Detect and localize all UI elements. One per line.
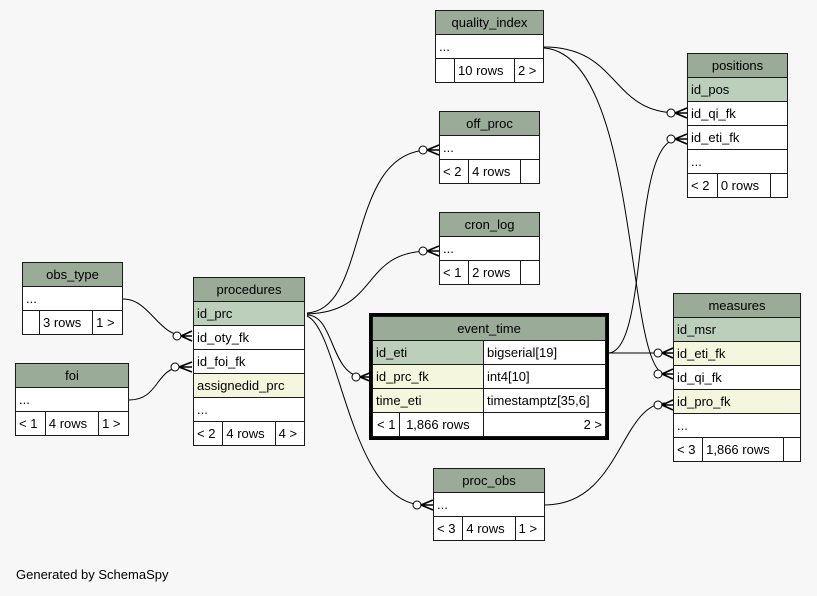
row-count: 3 rows [38, 310, 94, 335]
row-count: 1,866 rows [702, 437, 784, 462]
table-footer-left: < 1 1,866 rows [372, 412, 484, 437]
parent-count: < 3 [432, 516, 464, 541]
child-count: 4 > [274, 421, 306, 446]
table-more-columns: ... [22, 286, 123, 311]
table-more-columns: ... [439, 135, 540, 160]
child-count: 1 > [98, 411, 129, 436]
column-id-prc[interactable]: id_prc [193, 301, 305, 326]
table-header-cron-log[interactable]: cron_log [439, 212, 540, 237]
row-count: 4 rows [468, 159, 521, 184]
table-foi[interactable]: foi ... < 1 4 rows 1 > [15, 363, 129, 436]
row-count: 4 rows [462, 516, 516, 541]
table-off-proc[interactable]: off_proc ... < 2 4 rows [438, 111, 540, 184]
row-count: 10 rows [454, 58, 515, 83]
column-assignedid-prc[interactable]: assignedid_prc [193, 373, 305, 398]
edge-quality-index-measures [543, 47, 666, 375]
row-count: 4 rows [44, 411, 100, 436]
column-id-eti-fk[interactable]: id_eti_fk [673, 341, 801, 366]
table-more-columns: ... [435, 34, 544, 59]
table-cron-log[interactable]: cron_log ... < 1 2 rows [438, 212, 540, 285]
child-count: 1 > [514, 516, 546, 541]
row-count: 1,866 rows [406, 417, 470, 432]
table-event-time[interactable]: event_time id_eti bigserial[19] id_prc_f… [369, 313, 609, 440]
table-more-columns: ... [193, 397, 305, 422]
table-header-obs-type[interactable]: obs_type [22, 262, 123, 287]
column-id-eti-fk[interactable]: id_eti_fk [687, 125, 788, 150]
row-count: 4 rows [222, 421, 276, 446]
edge-event-time-positions [607, 138, 679, 354]
column-id-foi-fk[interactable]: id_foi_fk [193, 349, 305, 374]
parent-count [22, 310, 40, 335]
column-id-qi-fk[interactable]: id_qi_fk [673, 365, 801, 390]
child-count [770, 173, 788, 198]
table-positions[interactable]: positions id_pos id_qi_fk id_eti_fk ... … [687, 53, 788, 198]
table-header-event-time[interactable]: event_time [372, 316, 606, 341]
table-obs-type[interactable]: obs_type ... 3 rows 1 > [22, 262, 123, 335]
parent-count: < 1 [373, 413, 401, 436]
child-count [520, 260, 540, 285]
edge-procedures-proc-obs [306, 315, 425, 506]
edge-procedures-off-proc [306, 149, 431, 314]
column-id-pos[interactable]: id_pos [687, 77, 788, 102]
generator-credit: Generated by SchemaSpy [16, 567, 169, 582]
column-type: int4[10] [483, 364, 606, 389]
table-more-columns: ... [673, 413, 801, 438]
parent-count: < 1 [438, 260, 470, 285]
parent-count: < 2 [687, 173, 718, 198]
child-count: 2 > [483, 412, 606, 437]
column-id-oty-fk[interactable]: id_oty_fk [193, 325, 305, 350]
row-count: 2 rows [468, 260, 521, 285]
table-procedures[interactable]: procedures id_prc id_oty_fk id_foi_fk as… [192, 277, 306, 446]
edge-procedures-cron-log [306, 250, 431, 315]
parent-count [435, 58, 455, 83]
table-quality-index[interactable]: quality_index ... 10 rows 2 > [435, 10, 545, 83]
column-id-eti[interactable]: id_eti [372, 340, 484, 365]
row-count: 0 rows [716, 173, 772, 198]
table-more-columns: ... [433, 492, 545, 517]
child-count: 2 > [513, 58, 545, 83]
edge-obs-type-procedures [122, 298, 186, 337]
table-more-columns: ... [687, 149, 788, 174]
table-header-procedures[interactable]: procedures [193, 277, 305, 302]
table-measures[interactable]: measures id_msr id_eti_fk id_qi_fk id_pr… [672, 293, 801, 462]
parent-count: < 2 [192, 421, 224, 446]
child-count: 1 > [92, 310, 123, 335]
table-header-quality-index[interactable]: quality_index [435, 10, 544, 35]
child-count [520, 159, 540, 184]
table-header-foi[interactable]: foi [15, 363, 129, 388]
table-proc-obs[interactable]: proc_obs ... < 3 4 rows 1 > [432, 468, 546, 541]
edge-foi-procedures [128, 366, 184, 401]
edge-quality-index-positions [543, 46, 679, 114]
table-header-off-proc[interactable]: off_proc [439, 111, 540, 136]
table-more-columns: ... [439, 236, 540, 261]
table-more-columns: ... [15, 387, 129, 412]
child-count [783, 437, 801, 462]
parent-count: < 1 [15, 411, 46, 436]
edge-proc-obs-measures [544, 402, 666, 506]
parent-count: < 3 [672, 437, 704, 462]
column-type: bigserial[19] [483, 340, 606, 365]
column-id-msr[interactable]: id_msr [673, 317, 801, 342]
column-time-eti[interactable]: time_eti [372, 388, 484, 413]
table-header-measures[interactable]: measures [673, 293, 801, 318]
table-header-positions[interactable]: positions [687, 53, 788, 78]
column-type: timestamptz[35,6] [483, 388, 606, 413]
column-id-pro-fk[interactable]: id_pro_fk [673, 389, 801, 414]
parent-count: < 2 [438, 159, 470, 184]
column-id-prc-fk[interactable]: id_prc_fk [372, 364, 484, 389]
table-header-proc-obs[interactable]: proc_obs [433, 468, 545, 493]
column-id-qi-fk[interactable]: id_qi_fk [687, 101, 788, 126]
